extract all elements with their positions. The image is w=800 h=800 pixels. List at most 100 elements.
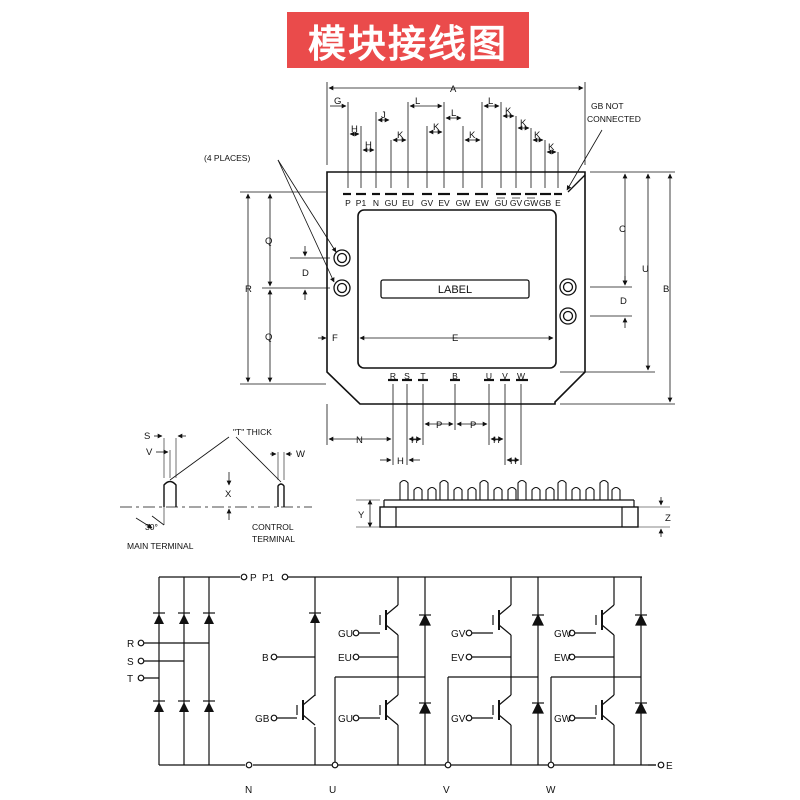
dim-K: K bbox=[397, 130, 404, 141]
bottom-pin-label: V bbox=[502, 371, 508, 381]
schematic-labels: P P1 R S T B GB GU EU GU GV EV GV GW EW … bbox=[127, 573, 673, 796]
bottom-pin-label: S bbox=[404, 371, 410, 381]
dim-R: R bbox=[245, 284, 252, 295]
terminal-GW-low: GW bbox=[554, 714, 572, 725]
dim-K: K bbox=[433, 122, 440, 133]
dim-J: J bbox=[381, 110, 386, 121]
top-pin-label: N bbox=[373, 198, 379, 208]
side-view-pin bbox=[467, 486, 477, 500]
dim-H: H bbox=[365, 140, 372, 151]
page-title: 模块接线图 bbox=[287, 12, 529, 68]
terminal-B: B bbox=[262, 653, 269, 664]
top-pin-label: EW bbox=[475, 198, 489, 208]
dim-H: H bbox=[411, 435, 418, 446]
top-pin-label: E bbox=[555, 198, 561, 208]
top-pin-label: GW bbox=[456, 198, 471, 208]
phase-leg bbox=[331, 577, 431, 769]
dim-L: L bbox=[415, 96, 420, 107]
bottom-pin-label: W bbox=[517, 371, 525, 381]
terminal-EW: EW bbox=[554, 653, 571, 664]
top-view-labels: A G H H J K L K L K L K K K K GB NOT CON… bbox=[204, 84, 669, 467]
side-view-drawing bbox=[356, 479, 670, 537]
dim-C: C bbox=[619, 224, 626, 235]
dim-H: H bbox=[510, 456, 517, 467]
top-pin-label: EV bbox=[438, 198, 450, 208]
dim-H: H bbox=[351, 124, 358, 135]
dim-Z: Z bbox=[665, 513, 671, 524]
dim-P: P bbox=[470, 420, 476, 431]
schematic-drawing bbox=[137, 573, 665, 769]
dim-E: E bbox=[452, 333, 458, 344]
gb-note-line2: CONNECTED bbox=[587, 114, 641, 124]
dim-H: H bbox=[493, 435, 500, 446]
side-view-pin bbox=[479, 479, 489, 500]
mount-holes bbox=[333, 249, 577, 325]
side-view-pin bbox=[427, 486, 437, 500]
inverter-phase-legs bbox=[331, 577, 647, 769]
side-view-pin bbox=[453, 486, 463, 500]
side-view-pin bbox=[611, 486, 621, 500]
bottom-pin-label: T bbox=[420, 371, 425, 381]
dim-U: U bbox=[642, 264, 649, 275]
terminal-V: V bbox=[443, 785, 450, 796]
terminal-U: U bbox=[329, 785, 336, 796]
side-view-pin bbox=[517, 479, 527, 500]
side-view-pin bbox=[413, 486, 423, 500]
dim-L: L bbox=[451, 108, 456, 119]
terminal-GV-low: GV bbox=[451, 714, 466, 725]
dim-L: L bbox=[488, 96, 493, 107]
side-view-pin bbox=[493, 486, 503, 500]
phase-leg bbox=[547, 577, 647, 769]
bottom-pin-label: R bbox=[390, 371, 396, 381]
dim-D-left: D bbox=[302, 268, 309, 279]
dim-K: K bbox=[520, 118, 527, 129]
places-note: (4 PLACES) bbox=[204, 153, 250, 163]
dim-F: F bbox=[332, 333, 338, 344]
terminal-detail-drawing bbox=[120, 433, 312, 529]
terminal-GV: GV bbox=[451, 629, 466, 640]
gb-note-line1: GB NOT bbox=[591, 101, 624, 111]
dim-K: K bbox=[534, 130, 541, 141]
dim-B: B bbox=[663, 284, 669, 295]
dim-Q-top: Q bbox=[265, 236, 272, 247]
side-view-pin bbox=[571, 486, 581, 500]
dim-N: N bbox=[356, 435, 363, 446]
dim-X: X bbox=[225, 489, 232, 500]
dim-V: V bbox=[146, 447, 153, 458]
side-view-pin bbox=[507, 486, 517, 500]
thickness-note: "T" THICK bbox=[233, 427, 272, 437]
dim-S: S bbox=[144, 431, 150, 442]
terminal-E: E bbox=[666, 761, 673, 772]
phase-leg bbox=[444, 577, 544, 769]
terminal-P: P bbox=[250, 573, 257, 584]
control-terminal-label-1: CONTROL bbox=[252, 522, 294, 532]
terminal-EU: EU bbox=[338, 653, 352, 664]
terminal-GB: GB bbox=[255, 714, 270, 725]
side-view-pin bbox=[599, 479, 609, 500]
dim-P: P bbox=[436, 420, 442, 431]
top-pin-label: GW bbox=[524, 198, 539, 208]
terminal-EV: EV bbox=[451, 653, 465, 664]
main-terminal-label: MAIN TERMINAL bbox=[127, 541, 194, 551]
side-view-labels: Y Z bbox=[358, 510, 671, 524]
terminal-detail-labels: S V W X "T" THICK 30° MAIN TERMINAL CONT… bbox=[127, 427, 305, 551]
terminal-S: S bbox=[127, 657, 134, 668]
top-pin-label: EU bbox=[402, 198, 414, 208]
top-pin-label: GU bbox=[495, 198, 508, 208]
dim-K: K bbox=[505, 106, 512, 117]
terminal-GU: GU bbox=[338, 629, 353, 640]
bottom-pin-label: B bbox=[452, 371, 458, 381]
control-terminal-label-2: TERMINAL bbox=[252, 534, 295, 544]
side-view-pin bbox=[399, 479, 409, 500]
dim-Q-bottom: Q bbox=[265, 332, 272, 343]
top-pin-label: GV bbox=[421, 198, 434, 208]
terminal-P1: P1 bbox=[262, 573, 275, 584]
dim-G: G bbox=[334, 96, 341, 107]
side-view-pin bbox=[531, 486, 541, 500]
top-view-drawing bbox=[240, 82, 675, 465]
dim-W: W bbox=[296, 449, 305, 460]
side-view-pins bbox=[399, 479, 621, 500]
dim-K: K bbox=[548, 142, 555, 153]
